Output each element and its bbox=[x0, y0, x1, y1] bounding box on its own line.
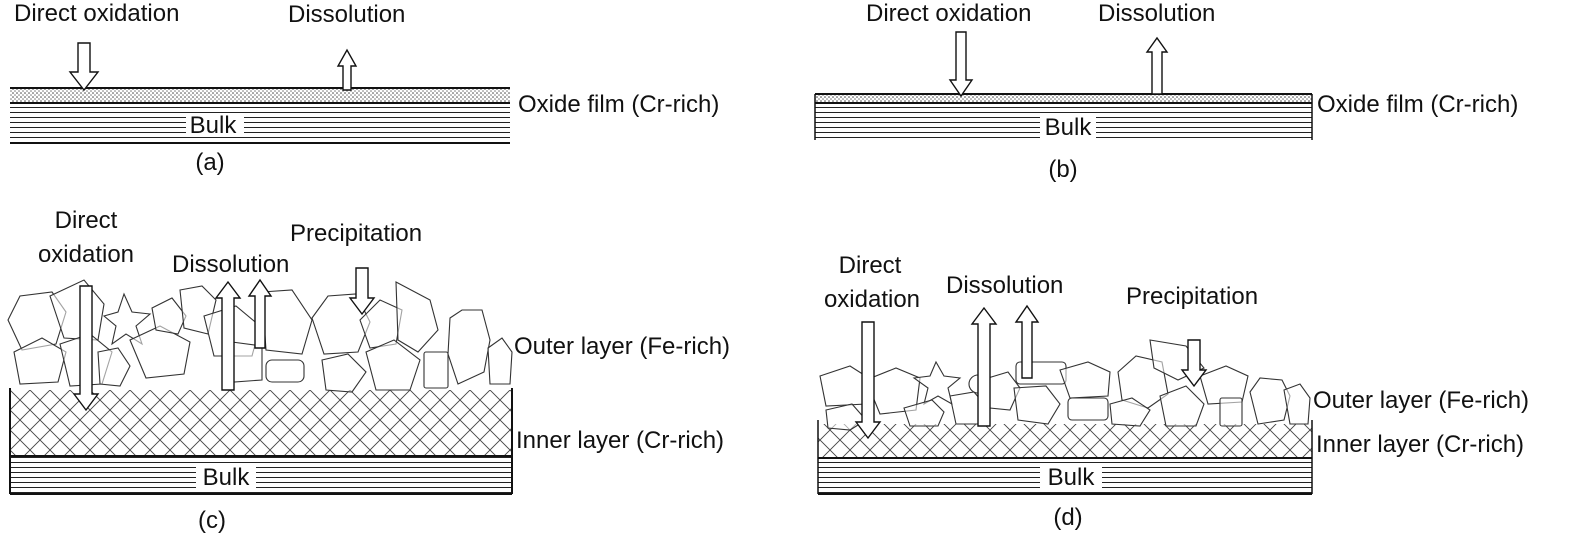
direct-oxidation-label-line2: oxidation bbox=[38, 241, 134, 268]
oxide-grain bbox=[265, 359, 305, 383]
precipitation-label: Precipitation bbox=[1126, 283, 1258, 310]
oxide-grain bbox=[102, 292, 152, 346]
inner-layer-label: Inner layer (Cr-rich) bbox=[1316, 431, 1524, 458]
direct-oxidation-label: Direct oxidation bbox=[14, 0, 179, 27]
bulk-label: Bulk bbox=[203, 464, 251, 491]
oxide-grain bbox=[447, 309, 491, 385]
direct-oxidation-arrow bbox=[68, 42, 100, 92]
oxide-grain bbox=[423, 351, 449, 389]
oxide-grain bbox=[129, 325, 191, 379]
oxide-grain bbox=[1283, 383, 1311, 425]
dissolution-arrow bbox=[336, 48, 358, 91]
oxide-grain bbox=[1109, 397, 1151, 427]
outer-layer-label: Outer layer (Fe-rich) bbox=[514, 333, 730, 360]
oxide-grain bbox=[97, 347, 131, 387]
oxide-grain bbox=[1067, 397, 1109, 421]
bulk-label-bg bbox=[196, 466, 256, 488]
dissolution-arrow bbox=[247, 278, 273, 349]
dissolution-label: Dissolution bbox=[1098, 0, 1215, 27]
oxide-film-label: Oxide film (Cr-rich) bbox=[1317, 91, 1518, 118]
direct-oxidation-arrow bbox=[948, 31, 974, 98]
oxide-film-layer bbox=[815, 94, 1312, 103]
bulk-layer bbox=[10, 103, 510, 143]
direct-oxidation-label-line1: Direct bbox=[55, 207, 118, 234]
oxide-grain bbox=[321, 353, 367, 393]
oxide-grain bbox=[1159, 385, 1205, 427]
oxide-grain bbox=[903, 399, 945, 427]
dissolution-arrow bbox=[1014, 304, 1040, 379]
oxide-grain bbox=[1219, 397, 1243, 427]
precipitation-arrow bbox=[1180, 339, 1208, 388]
panel-caption: (d) bbox=[1053, 504, 1082, 531]
direct-oxidation-label: Direct oxidation bbox=[866, 0, 1031, 27]
bulk-label: Bulk bbox=[1045, 114, 1093, 141]
outer-layer-label: Outer layer (Fe-rich) bbox=[1313, 387, 1529, 414]
oxide-grain bbox=[865, 367, 921, 415]
bulk-label: Bulk bbox=[190, 112, 238, 139]
inner-layer bbox=[818, 424, 1312, 458]
oxide-grain bbox=[13, 337, 67, 385]
panel-b: Direct oxidation Dissolution Bulk Oxide … bbox=[814, 0, 1518, 183]
direct-oxidation-arrow bbox=[72, 285, 100, 412]
oxide-grain bbox=[1199, 365, 1249, 405]
oxide-grain bbox=[1249, 377, 1291, 425]
dissolution-arrow bbox=[970, 306, 998, 427]
direct-oxidation-label-line1: Direct bbox=[839, 252, 902, 279]
inner-layer-label: Inner layer (Cr-rich) bbox=[516, 427, 724, 454]
direct-oxidation-label-line2: oxidation bbox=[824, 286, 920, 313]
oxide-grain bbox=[912, 360, 962, 406]
bulk-layer bbox=[10, 456, 512, 494]
dissolution-arrow bbox=[214, 280, 242, 391]
oxide-grain bbox=[1013, 385, 1061, 425]
precipitation-arrow bbox=[348, 267, 376, 316]
oxide-grain bbox=[487, 337, 513, 385]
panel-caption: (a) bbox=[195, 149, 224, 176]
panel-caption: (c) bbox=[198, 507, 226, 534]
outer-layer-grains bbox=[819, 339, 1311, 431]
dissolution-arrow bbox=[1145, 36, 1169, 95]
precipitation-label: Precipitation bbox=[290, 220, 422, 247]
panel-a: Direct oxidation Dissolution Bulk Oxide … bbox=[10, 0, 719, 176]
dissolution-label: Dissolution bbox=[946, 272, 1063, 299]
dissolution-label: Dissolution bbox=[288, 1, 405, 28]
oxide-grain bbox=[395, 281, 439, 353]
bulk-label-bg bbox=[186, 115, 244, 137]
oxide-film-label: Oxide film (Cr-rich) bbox=[518, 91, 719, 118]
oxide-grain bbox=[1059, 361, 1111, 399]
oxide-film-layer bbox=[10, 88, 510, 102]
panel-caption: (b) bbox=[1048, 156, 1077, 183]
inner-layer bbox=[10, 390, 512, 456]
direct-oxidation-arrow bbox=[854, 321, 882, 440]
dissolution-label: Dissolution bbox=[172, 251, 289, 278]
oxide-grain bbox=[151, 297, 187, 335]
oxide-grain bbox=[261, 289, 313, 355]
oxide-grain bbox=[365, 339, 421, 391]
panel-c: Bulk Direct bbox=[7, 207, 730, 534]
bulk-label: Bulk bbox=[1048, 464, 1096, 491]
bulk-label-bg bbox=[1040, 117, 1096, 139]
panel-d: Bulk Direct oxidati bbox=[817, 252, 1529, 531]
bulk-label-bg bbox=[1040, 466, 1102, 488]
